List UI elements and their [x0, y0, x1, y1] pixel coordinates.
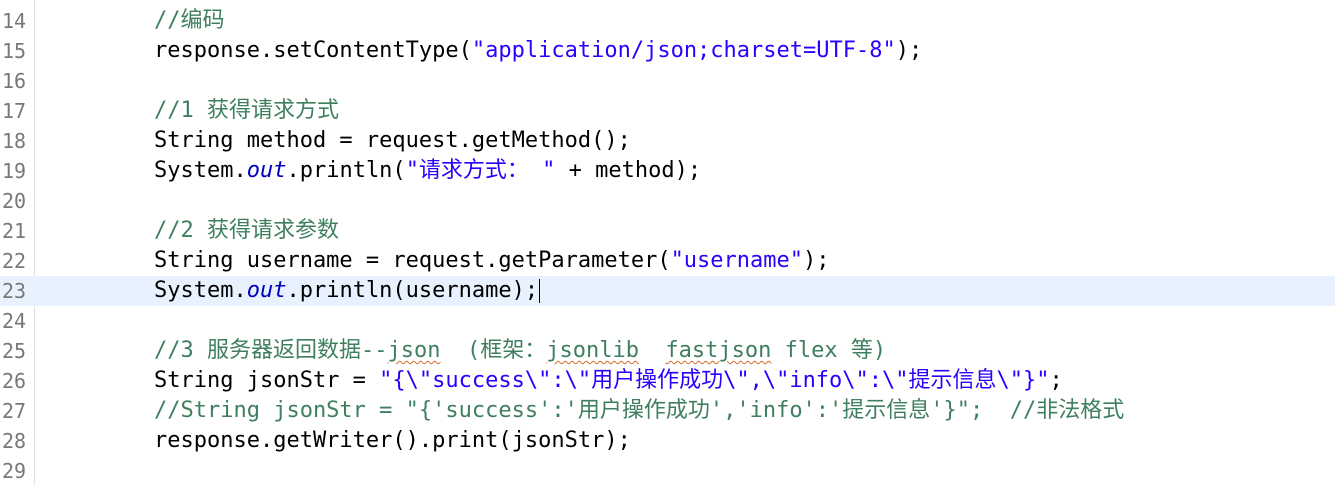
line-number: 21: [2, 219, 27, 243]
line-code: //String jsonStr = "{'success':'用户操作成功',…: [154, 396, 1124, 426]
line-number: 17: [2, 99, 27, 123]
code-token-plain: );: [803, 248, 830, 273]
code-token-comment: //String jsonStr = "{'success':'用户操作成功',…: [154, 398, 1125, 423]
line-number: 22: [2, 249, 27, 273]
code-line[interactable]: 28 response.getWriter().print(jsonStr);: [0, 426, 1335, 456]
line-code: String method = request.getMethod();: [154, 126, 631, 156]
code-token-string: "username": [670, 248, 804, 273]
code-line[interactable]: 19 System.out.println("请求方式： " + method);: [0, 156, 1335, 186]
code-line[interactable]: 18 String method = request.getMethod();: [0, 126, 1335, 156]
code-line[interactable]: 26 String jsonStr = "{\"success\":\"用户操作成…: [0, 366, 1335, 396]
line-number: 20: [2, 189, 27, 213]
line-number: 18: [2, 129, 27, 153]
code-token-comment: //编码: [154, 8, 225, 33]
line-number: 26: [2, 369, 27, 393]
code-token-comment: [639, 338, 666, 363]
line-number: 24: [2, 309, 27, 333]
line-code: //编码: [154, 6, 225, 36]
code-line[interactable]: 27 //String jsonStr = "{'success':'用户操作成功…: [0, 396, 1335, 426]
line-number: 27: [2, 399, 27, 423]
code-token-comment-squiggle: json: [387, 338, 441, 363]
line-code: System.out.println("请求方式： " + method);: [154, 156, 701, 186]
code-line[interactable]: 22 String username = request.getParameter…: [0, 246, 1335, 276]
code-token-plain: String jsonStr =: [154, 368, 380, 393]
code-token-plain: String method = request.getMethod();: [154, 128, 631, 153]
line-number: 23: [2, 279, 27, 303]
code-token-comment: //3 服务器返回数据--: [154, 338, 388, 363]
line-number: 19: [2, 159, 27, 183]
code-token-comment-squiggle: jsonlib: [546, 338, 639, 363]
line-code: //3 服务器返回数据--json (框架：jsonlib fastjson f…: [154, 336, 886, 366]
code-token-plain: ;: [1049, 368, 1063, 393]
code-token-plain: .println(username);: [286, 278, 539, 303]
code-line[interactable]: 17 //1 获得请求方式: [0, 96, 1335, 126]
line-code: //2 获得请求参数: [154, 216, 339, 246]
code-token-string: "application/json;charset=UTF-8": [471, 38, 896, 63]
code-token-string: "请求方式： ": [405, 158, 556, 183]
code-token-comment: (框架：: [440, 338, 547, 363]
code-token-plain: System.: [154, 158, 247, 183]
code-line[interactable]: 24: [0, 306, 1335, 336]
code-token-plain: );: [895, 38, 923, 63]
line-code: response.getWriter().print(jsonStr);: [154, 426, 631, 456]
line-code: response.setContentType("application/jso…: [154, 36, 922, 66]
code-token-static: out: [246, 278, 287, 303]
line-number: 25: [2, 339, 27, 363]
line-code: System.out.println(username);: [154, 276, 541, 306]
code-token-plain: + method);: [555, 158, 702, 183]
code-token-string: "{\"success\":\"用户操作成功\",\"info\":\"提示信息…: [379, 368, 1050, 393]
code-line[interactable]: 23 System.out.println(username);: [0, 276, 1335, 306]
code-line[interactable]: 20: [0, 186, 1335, 216]
code-token-plain: response.getWriter().print(jsonStr);: [154, 428, 631, 453]
code-line[interactable]: 21 //2 获得请求参数: [0, 216, 1335, 246]
code-token-static: out: [246, 158, 287, 183]
code-token-plain: response.setContentType(: [154, 38, 472, 63]
line-number: 28: [2, 429, 27, 453]
line-code: String username = request.getParameter("…: [154, 246, 830, 276]
line-number: 29: [2, 459, 27, 483]
code-token-plain: .println(: [286, 158, 406, 183]
code-token-comment: //2 获得请求参数: [154, 218, 339, 243]
line-number-gutter: [0, 0, 35, 485]
text-cursor: [539, 279, 541, 303]
code-token-comment-squiggle: fastjson: [665, 338, 772, 363]
code-line[interactable]: 29: [0, 456, 1335, 485]
code-line[interactable]: 25 //3 服务器返回数据--json (框架：jsonlib fastjson…: [0, 336, 1335, 366]
line-number: 15: [2, 39, 27, 63]
code-token-comment: flex 等): [771, 338, 887, 363]
code-token-plain: System.: [154, 278, 247, 303]
code-token-plain: String username = request.getParameter(: [154, 248, 671, 273]
line-number: 14: [2, 9, 27, 33]
code-line[interactable]: 14 //编码: [0, 6, 1335, 36]
line-number: 16: [2, 69, 27, 93]
code-token-comment: //1 获得请求方式: [154, 98, 339, 123]
code-line[interactable]: 15 response.setContentType("application/j…: [0, 36, 1335, 66]
code-line[interactable]: 16: [0, 66, 1335, 96]
line-code: String jsonStr = "{\"success\":\"用户操作成功\…: [154, 366, 1063, 396]
line-code: //1 获得请求方式: [154, 96, 339, 126]
